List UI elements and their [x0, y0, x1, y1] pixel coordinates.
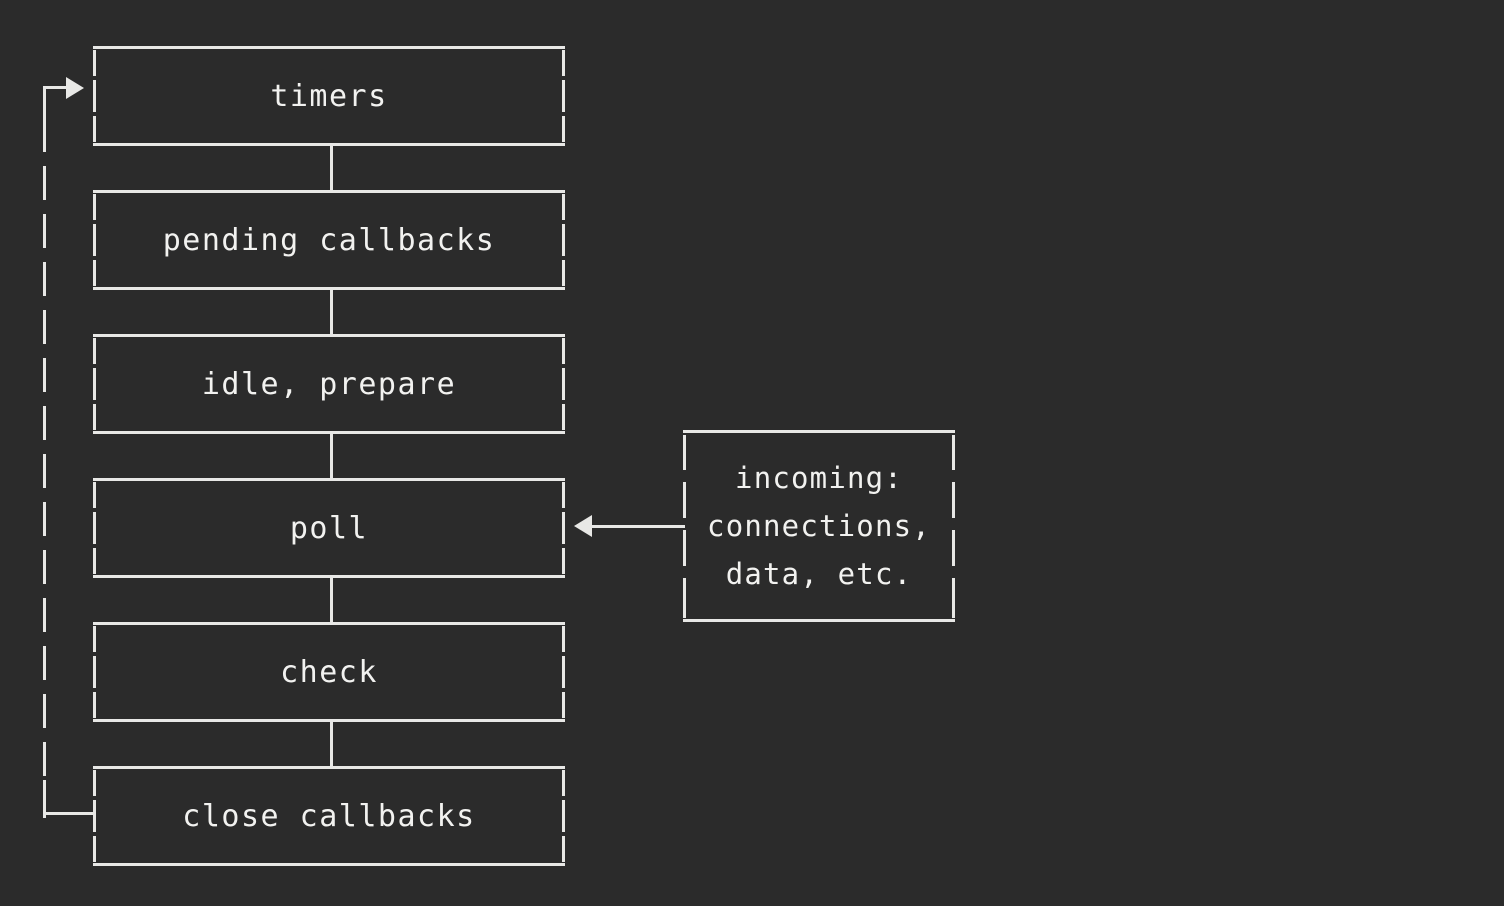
box-edge-left	[93, 46, 96, 146]
phase-label-pending-callbacks: pending callbacks	[162, 222, 496, 258]
box-edge-bottom	[93, 287, 565, 290]
incoming-events-box[interactable]: incoming: connections, data, etc.	[683, 430, 955, 622]
box-edge-left	[93, 478, 96, 578]
phase-box-pending-callbacks[interactable]: pending callbacks	[93, 190, 565, 290]
connector-pending-to-idle	[330, 290, 333, 335]
box-edge-top	[93, 478, 565, 481]
box-edge-top	[93, 334, 565, 337]
phase-label-close-callbacks: close callbacks	[182, 798, 476, 834]
connector-poll-to-check	[330, 578, 333, 623]
entry-arrow-head	[66, 77, 84, 99]
box-edge-bottom	[93, 431, 565, 434]
box-edge-top	[93, 46, 565, 49]
entry-arrow-shaft	[43, 86, 73, 89]
box-edge-right	[562, 766, 565, 866]
box-edge-bottom	[683, 619, 955, 622]
box-edge-bottom	[93, 143, 565, 146]
loop-back-corner-vertical	[43, 780, 46, 815]
phase-box-close-callbacks[interactable]: close callbacks	[93, 766, 565, 866]
phase-box-timers[interactable]: timers	[93, 46, 565, 146]
connector-timers-to-pending	[330, 146, 333, 191]
box-edge-right	[952, 430, 955, 622]
box-edge-right	[562, 478, 565, 578]
box-edge-top	[93, 190, 565, 193]
box-edge-top	[683, 430, 955, 433]
box-edge-right	[562, 46, 565, 146]
phase-label-idle-prepare: idle, prepare	[201, 366, 457, 402]
entry-corner-vertical	[43, 86, 46, 120]
connector-idle-to-poll	[330, 434, 333, 479]
box-edge-bottom	[93, 575, 565, 578]
phase-label-poll: poll	[289, 510, 369, 546]
phase-box-idle-prepare[interactable]: idle, prepare	[93, 334, 565, 434]
incoming-line-1: incoming:	[735, 461, 903, 495]
box-edge-right	[562, 334, 565, 434]
box-edge-top	[93, 766, 565, 769]
box-edge-bottom	[93, 719, 565, 722]
box-edge-right	[562, 622, 565, 722]
connector-check-to-close	[330, 722, 333, 767]
box-edge-bottom	[93, 863, 565, 866]
phase-label-timers: timers	[270, 78, 388, 114]
phase-box-check[interactable]: check	[93, 622, 565, 722]
box-edge-left	[93, 334, 96, 434]
incoming-events-text: incoming: connections, data, etc.	[683, 430, 955, 622]
box-edge-top	[93, 622, 565, 625]
incoming-line-3: data, etc.	[725, 557, 913, 591]
phase-label-check: check	[280, 654, 378, 690]
box-edge-left	[93, 190, 96, 290]
incoming-arrow-head	[574, 515, 592, 537]
box-edge-left	[93, 766, 96, 866]
incoming-line-2: connections,	[707, 509, 931, 543]
loop-back-rail	[43, 118, 46, 818]
incoming-arrow-shaft	[592, 525, 685, 528]
box-edge-right	[562, 190, 565, 290]
box-edge-left	[93, 622, 96, 722]
loop-back-shaft	[43, 812, 95, 815]
phase-box-poll[interactable]: poll	[93, 478, 565, 578]
